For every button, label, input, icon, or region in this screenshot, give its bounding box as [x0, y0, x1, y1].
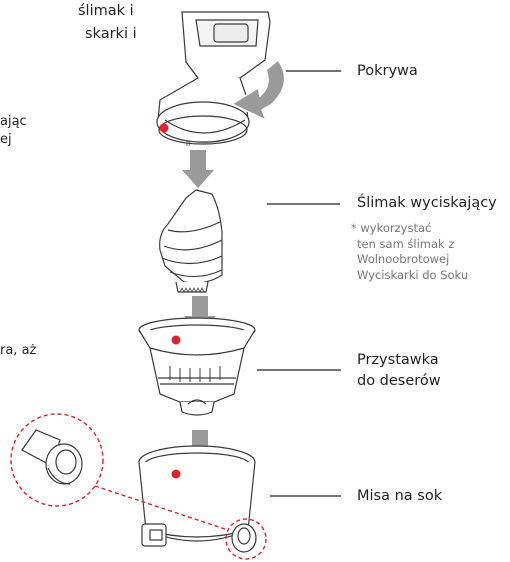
strainer-label-line-1: Przystawka	[357, 350, 441, 371]
auger-note-line-1: * wykorzystać	[351, 221, 468, 237]
strainer-part	[139, 318, 255, 415]
lid-part: II	[157, 12, 270, 148]
juice-bowl-part	[139, 446, 256, 552]
bowl-label: Misa na sok	[357, 486, 442, 507]
auger-note-line-3: Wolnoobrotowej	[357, 252, 468, 268]
down-arrow-1-icon	[182, 150, 214, 188]
strainer-label-line-2: do deserów	[357, 371, 441, 392]
strainer-red-marker	[172, 336, 181, 345]
svg-text:II: II	[186, 140, 190, 148]
lid-red-marker	[160, 124, 169, 133]
bowl-red-marker	[172, 470, 181, 479]
auger-note: * wykorzystać ten sam ślimak z Wolnoobro…	[357, 221, 468, 283]
cap-detail-enlarged	[22, 430, 82, 484]
auger-note-line-2: ten sam ślimak z	[357, 237, 468, 253]
lid-label: Pokrywa	[357, 61, 418, 82]
auger-label: Ślimak wyciskający	[357, 193, 497, 214]
auger-note-line-4: Wyciskarki do Soku	[357, 268, 468, 284]
strainer-label: Przystawka do deserów	[357, 350, 441, 392]
auger-part	[160, 190, 222, 292]
